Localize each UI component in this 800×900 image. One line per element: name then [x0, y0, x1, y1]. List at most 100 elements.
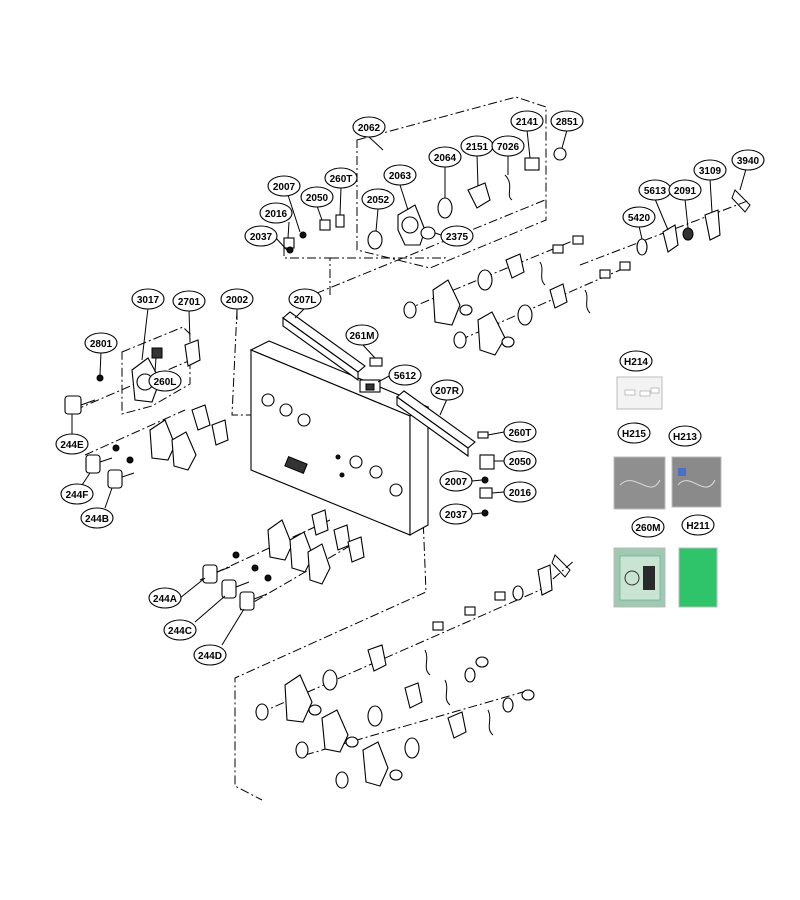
svg-text:260M: 260M: [635, 523, 660, 534]
upper-valve-parts: [283, 147, 567, 254]
label-2052: 2052: [361, 188, 395, 210]
label-2016-right: 2016: [503, 481, 537, 503]
label-244a: 244A: [148, 587, 182, 609]
knob-244a: [202, 564, 218, 584]
svg-text:7026: 7026: [497, 142, 520, 153]
label-h213: H213: [668, 425, 702, 447]
svg-text:5613: 5613: [644, 186, 667, 197]
label-3940: 3940: [731, 149, 765, 171]
svg-text:260T: 260T: [509, 428, 532, 439]
rail-207l: [282, 311, 366, 382]
label-h214: H214: [619, 350, 653, 372]
left-parts: [64, 339, 229, 489]
label-5613: 5613: [638, 179, 672, 201]
svg-text:260T: 260T: [330, 174, 353, 185]
svg-text:244F: 244F: [66, 490, 89, 501]
label-260l: 260L: [148, 370, 182, 392]
svg-text:2062: 2062: [358, 123, 381, 134]
svg-text:2091: 2091: [674, 186, 697, 197]
label-207l: 207L: [288, 288, 322, 310]
washer-2375: [420, 226, 436, 240]
knob-244b: [107, 469, 123, 489]
knob-244e: [64, 395, 82, 415]
right-small-parts: [335, 431, 495, 517]
panel-knob-hole-5: [369, 465, 383, 479]
panel-knob-hole-6: [389, 483, 403, 497]
label-2062: 2062: [352, 116, 386, 138]
bracket-3109: [704, 209, 721, 241]
label-5612: 5612: [388, 364, 422, 386]
knob-stem-2064: [437, 197, 453, 219]
svg-text:2016: 2016: [265, 209, 288, 220]
label-2050-right: 2050: [503, 450, 537, 472]
plate-2151: [467, 182, 491, 209]
svg-text:2016: 2016: [509, 488, 532, 499]
svg-text:2037: 2037: [250, 232, 273, 243]
screw-2037-right: [481, 509, 489, 517]
svg-text:3109: 3109: [699, 166, 722, 177]
terminal-260t-right: [477, 431, 489, 439]
label-7026: 7026: [491, 135, 525, 157]
bottom-valve-parts: [255, 554, 571, 789]
photo-h211: [678, 547, 718, 608]
label-260m: 260M: [631, 516, 665, 538]
knob-244f: [85, 454, 101, 474]
clip-2050-top: [319, 219, 331, 231]
lower-axis-line-2: [239, 539, 361, 611]
svg-text:2007: 2007: [273, 182, 296, 193]
photo-insets: [613, 376, 722, 608]
screw-2037-top: [286, 246, 294, 254]
svg-text:2064: 2064: [434, 153, 457, 164]
spring-2091: [682, 227, 694, 241]
screw-2801: [96, 374, 104, 382]
lower-link-dash: [234, 439, 427, 801]
control-panel: [249, 340, 430, 536]
label-244d: 244D: [193, 644, 227, 666]
label-2851: 2851: [550, 110, 584, 132]
screw-2007-right: [481, 476, 489, 484]
svg-text:2375: 2375: [446, 232, 469, 243]
svg-text:H213: H213: [673, 432, 697, 443]
svg-text:H214: H214: [624, 357, 648, 368]
terminal-260t-top: [335, 214, 345, 228]
ring-5420: [636, 238, 648, 256]
svg-text:260L: 260L: [154, 377, 177, 388]
callout-labels: 2062 2141 2851 2064 2151 7026 2063 260T …: [55, 110, 765, 666]
label-5420: 5420: [622, 206, 656, 228]
bracket-261m: [359, 357, 383, 393]
label-244f: 244F: [60, 483, 94, 505]
label-2091: 2091: [668, 179, 702, 201]
svg-text:2141: 2141: [516, 117, 539, 128]
svg-text:2701: 2701: [178, 297, 201, 308]
spring-7026: [504, 174, 513, 201]
knob-244c: [221, 579, 237, 599]
plate-5613: [662, 224, 679, 253]
panel-knob-hole-3: [297, 413, 311, 427]
label-2050-top: 2050: [300, 186, 334, 208]
label-2007-top: 2007: [267, 175, 301, 197]
ring-2052: [367, 230, 383, 250]
svg-text:5420: 5420: [628, 213, 651, 224]
svg-text:2801: 2801: [90, 339, 113, 350]
label-2801: 2801: [84, 332, 118, 354]
label-2063: 2063: [383, 164, 417, 186]
svg-text:H211: H211: [686, 521, 710, 532]
svg-text:2050: 2050: [306, 193, 329, 204]
plate-2701: [184, 339, 201, 367]
svg-text:207R: 207R: [435, 386, 460, 397]
svg-text:2851: 2851: [556, 117, 579, 128]
svg-text:261M: 261M: [349, 331, 374, 342]
panel-display-window: [284, 455, 308, 475]
svg-text:244A: 244A: [153, 594, 177, 605]
label-2064: 2064: [428, 146, 462, 168]
svg-text:207L: 207L: [294, 295, 317, 306]
upper-axis-line: [299, 199, 546, 301]
svg-text:3017: 3017: [137, 295, 160, 306]
lower-parts: [202, 509, 365, 611]
screw-2007-top: [299, 231, 307, 239]
svg-text:2037: 2037: [445, 510, 468, 521]
clip-2050-right: [479, 454, 495, 470]
svg-text:2050: 2050: [509, 457, 532, 468]
left-valve-outline: [121, 326, 191, 415]
